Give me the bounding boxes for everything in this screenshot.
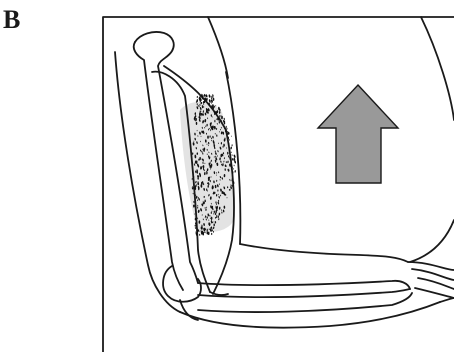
stipple-mark: [205, 163, 206, 164]
stipple-mark: [211, 233, 212, 235]
stipple-mark: [233, 168, 234, 170]
chest-contour: [410, 220, 454, 262]
forearm-lower-outline: [180, 302, 440, 328]
stipple-mark: [231, 135, 232, 136]
stipple-mark: [232, 144, 233, 146]
radius-bone-top: [198, 281, 410, 289]
hand-palm-edge: [440, 298, 454, 302]
stipple-mark: [213, 97, 215, 100]
stipple-mark: [218, 200, 219, 202]
stipple-mark: [225, 194, 226, 196]
stipple-mark: [211, 102, 212, 104]
stipple-mark: [233, 157, 235, 160]
torso-contour: [421, 17, 454, 120]
hand-finger-4: [415, 288, 454, 298]
stipple-mark: [233, 154, 236, 158]
stipple-mark: [197, 96, 198, 98]
stipple-mark: [201, 136, 202, 137]
stipple-mark: [209, 99, 211, 103]
stipple-mark: [195, 227, 196, 229]
stipple-mark: [215, 105, 216, 107]
panel-label: B: [3, 5, 20, 34]
stipple-mark: [214, 210, 215, 213]
biceps-belly-shade: [180, 102, 235, 232]
stipple-mark: [217, 189, 218, 191]
stipple-mark: [234, 170, 236, 173]
hand-finger-3: [418, 278, 454, 289]
stipple-mark: [203, 106, 204, 108]
upward-arrow-icon: [318, 85, 398, 183]
radius-bone-bottom: [198, 289, 410, 297]
stipple-mark: [234, 165, 235, 167]
elbow-joint-condyle: [163, 266, 201, 302]
stipple-mark: [226, 126, 227, 128]
stipple-mark: [199, 234, 200, 236]
forearm-upper-outline: [240, 244, 408, 262]
stipple-mark: [230, 146, 232, 149]
shoulder-contour: [208, 17, 228, 78]
stipple-mark: [232, 154, 233, 156]
